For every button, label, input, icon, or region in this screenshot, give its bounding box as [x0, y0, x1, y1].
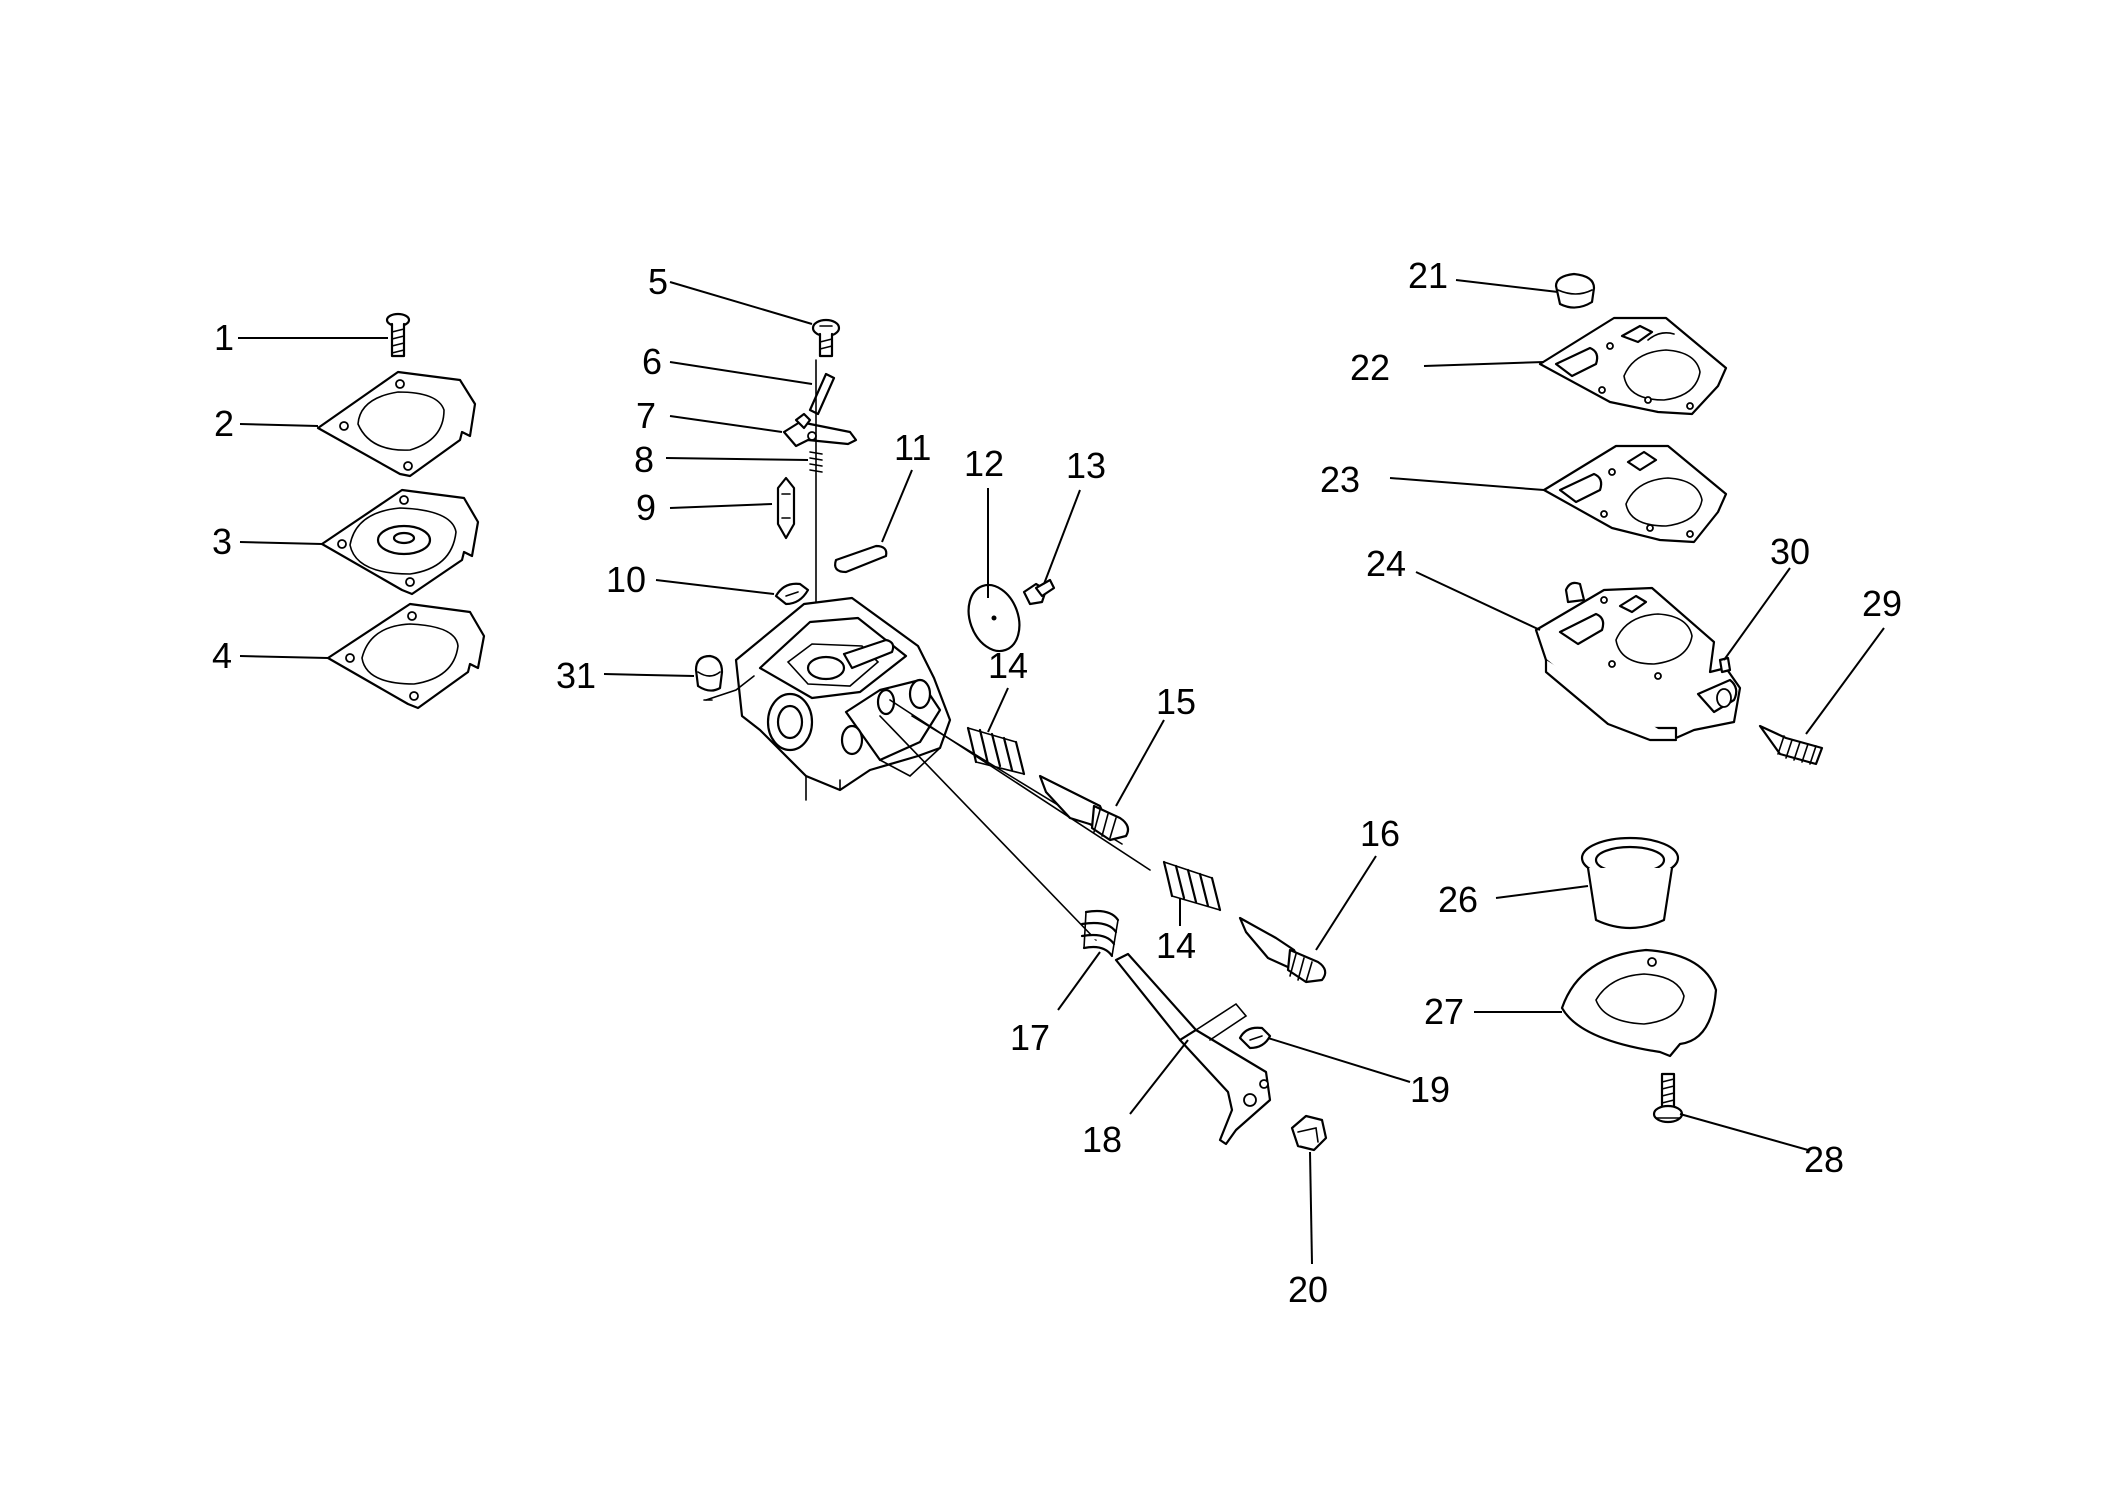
callout-10: 10 — [606, 559, 646, 600]
part-31-idle-cap — [694, 654, 724, 692]
callout-9: 9 — [636, 487, 656, 528]
carburetor-body — [705, 596, 952, 801]
part-5-screw — [811, 318, 841, 358]
part-20-nut — [1290, 1114, 1328, 1152]
callout-31: 31 — [556, 655, 596, 696]
part-18-throttle-shaft — [1114, 952, 1272, 1146]
callout-5: 5 — [648, 261, 668, 302]
callout-11: 11 — [894, 427, 931, 468]
part-19-e-clip — [1238, 1026, 1272, 1050]
part-6-lever-pin — [808, 372, 836, 416]
callout-17: 17 — [1010, 1017, 1050, 1058]
callout-18: 18 — [1082, 1119, 1122, 1160]
part-22-cover-gasket — [1538, 316, 1728, 416]
part-24-carburetor-cover — [1534, 581, 1742, 742]
part-26-primer-bulb — [1580, 836, 1680, 930]
callout-13: 13 — [1066, 445, 1106, 486]
leader-lines — [238, 279, 1885, 1265]
callout-19: 19 — [1410, 1069, 1450, 1110]
part-23-cover-gasket — [1542, 444, 1728, 544]
part-15-high-speed-needle — [1038, 774, 1130, 842]
part-28-screw — [1652, 1072, 1684, 1124]
part-2-pump-cover — [316, 370, 477, 478]
callout-24: 24 — [1366, 543, 1406, 584]
callout-2: 2 — [214, 403, 234, 444]
part-12-throttle-plate — [967, 583, 1021, 653]
callout-30: 30 — [1770, 531, 1810, 572]
callout-4: 4 — [212, 635, 232, 676]
part-27-primer-retainer — [1560, 948, 1718, 1058]
part-7-metering-lever — [782, 412, 858, 448]
part-14-spring-upper — [966, 726, 1026, 776]
part-16-low-speed-needle — [1238, 916, 1327, 984]
callout-15: 15 — [1156, 681, 1196, 722]
callout-23: 23 — [1320, 459, 1360, 500]
callout-29: 29 — [1862, 583, 1902, 624]
callout-7: 7 — [636, 395, 656, 436]
callout-28: 28 — [1804, 1139, 1844, 1180]
callout-1: 1 — [214, 317, 234, 358]
part-29-screw — [1758, 724, 1824, 766]
callout-16: 16 — [1360, 813, 1400, 854]
needle-axis-line-shaft — [879, 715, 1097, 941]
callout-20: 20 — [1288, 1269, 1328, 1310]
callout-3: 3 — [212, 521, 232, 562]
callout-21: 21 — [1408, 255, 1448, 296]
part-11-welch-plug — [834, 544, 888, 574]
part-13-plate-screw — [1022, 578, 1056, 606]
callout-14-lower: 14 — [1156, 925, 1196, 966]
callout-8: 8 — [634, 439, 654, 480]
callout-22: 22 — [1350, 347, 1390, 388]
callout-14-upper: 14 — [988, 645, 1028, 686]
callout-12: 12 — [964, 443, 1004, 484]
part-9-inlet-needle — [776, 476, 796, 540]
part-3-pump-diaphragm — [320, 488, 480, 596]
callout-26: 26 — [1438, 879, 1478, 920]
part-10-clip — [774, 582, 810, 606]
callout-6: 6 — [642, 341, 662, 382]
part-1-screw — [385, 312, 411, 358]
callout-labels: 1 2 3 4 5 6 7 8 9 10 11 12 13 14 14 15 1… — [212, 255, 1902, 1310]
part-14-spring-lower — [1162, 860, 1222, 912]
callout-27: 27 — [1424, 991, 1464, 1032]
part-21-primer-cap — [1554, 272, 1596, 309]
part-4-pump-gasket — [326, 602, 486, 710]
part-17-throttle-spring — [1080, 909, 1120, 958]
